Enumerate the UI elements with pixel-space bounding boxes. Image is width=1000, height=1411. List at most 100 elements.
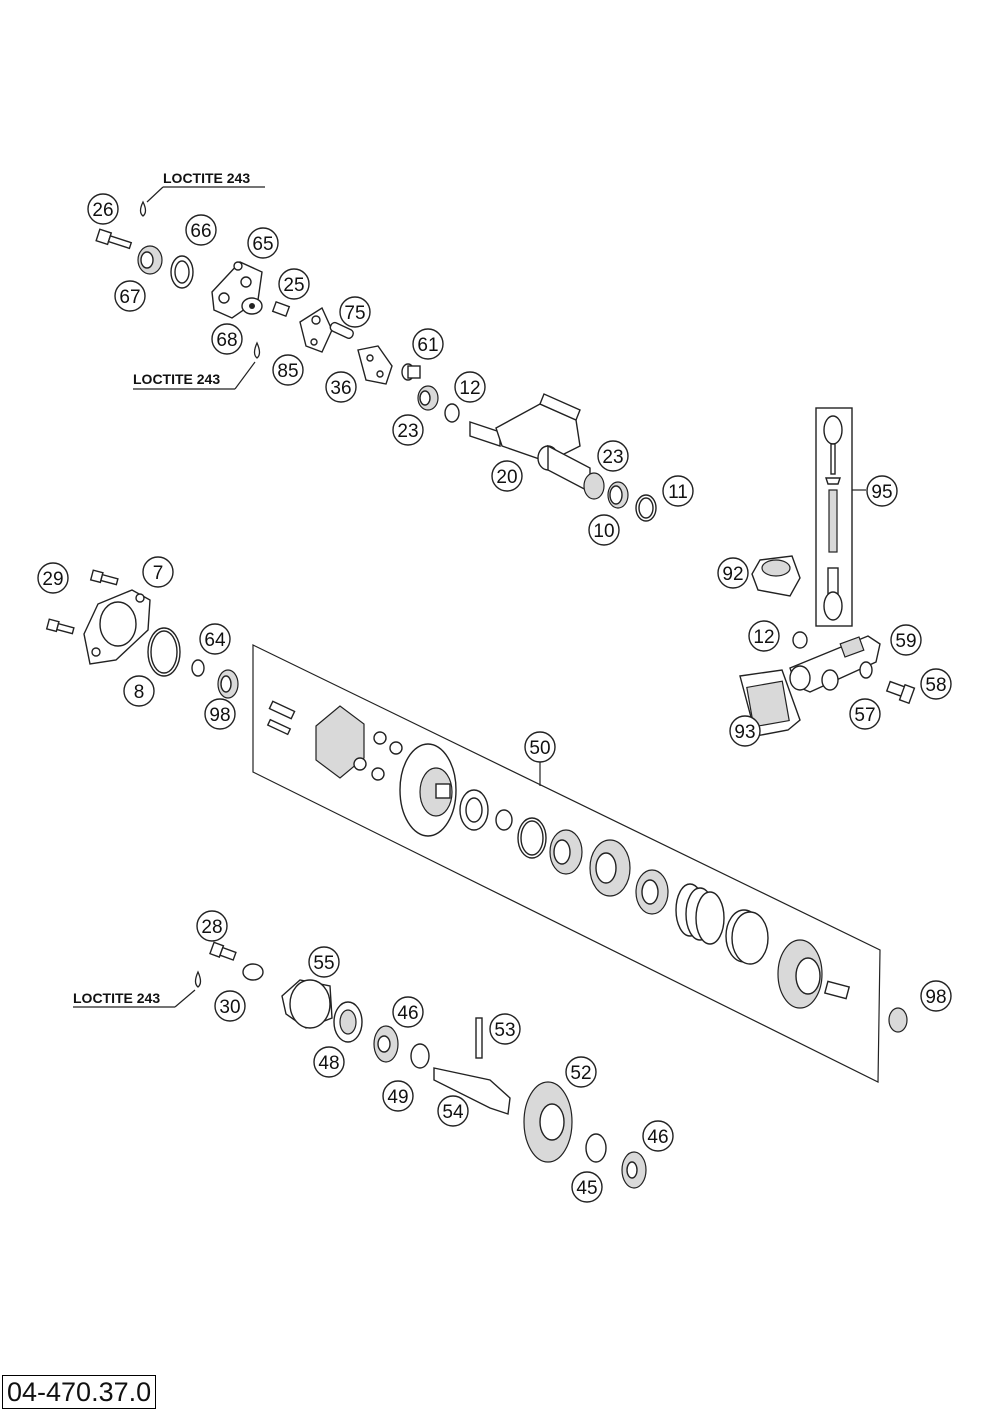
callout-label: 23: [397, 421, 418, 442]
callout-circle: [491, 460, 523, 492]
callout-label: 20: [496, 467, 517, 488]
callout-circle: [214, 990, 246, 1022]
callout-label: 92: [722, 564, 743, 585]
callout-circle: [211, 323, 243, 355]
callout-circle: [890, 624, 922, 656]
callout-circle: [196, 910, 228, 942]
callout-circle: [185, 214, 217, 246]
svg-text:LOCTITE 243: LOCTITE 243: [133, 371, 220, 387]
svg-text:LOCTITE 243: LOCTITE 243: [163, 170, 250, 186]
callout-label: 58: [925, 675, 946, 696]
lower-pump-parts: [209, 941, 647, 1189]
callout-label: 28: [201, 917, 222, 938]
callout-label: 11: [668, 482, 688, 503]
callout-label: 10: [593, 521, 614, 542]
callout-label: 75: [344, 303, 365, 324]
callout-label: 53: [494, 1020, 515, 1041]
callout-circle: [642, 1120, 674, 1152]
valve-assembly-parts: [266, 700, 851, 1009]
callout-circle: [123, 675, 155, 707]
callout-circle: [437, 1095, 469, 1127]
callout-label: 61: [417, 335, 438, 356]
left-cover-parts: [45, 569, 239, 699]
callout-label: 46: [647, 1127, 668, 1148]
callout-label: 50: [529, 738, 550, 759]
callout-circle: [454, 371, 486, 403]
callout-circle: [717, 557, 749, 589]
callout-circle: [308, 946, 340, 978]
svg-text:LOCTITE 243: LOCTITE 243: [73, 990, 160, 1006]
callout-circle: [199, 623, 231, 655]
callout-circle: [278, 268, 310, 300]
callout-circle: [204, 698, 236, 730]
callout-label: 48: [318, 1053, 339, 1074]
callout-label: 65: [252, 234, 273, 255]
callout-circle: [588, 514, 620, 546]
callout-label: 57: [854, 705, 875, 726]
callout-label: 26: [92, 200, 113, 221]
loctite-label-bottom: LOCTITE 243: [73, 970, 202, 1008]
callout-circle: [565, 1056, 597, 1088]
callout-circle: [748, 620, 780, 652]
callout-circle: [382, 1080, 414, 1112]
callout-label: 64: [204, 630, 226, 651]
diagram-number: 04-470.37.0: [2, 1375, 157, 1409]
callout-circle: [392, 996, 424, 1028]
callout-label: 36: [330, 378, 351, 399]
callout-circle: [313, 1046, 345, 1078]
callout-label: 98: [925, 987, 946, 1008]
adjuster-rod-group: [815, 407, 866, 627]
callout-label: 30: [219, 997, 240, 1018]
callout-circle: [920, 980, 952, 1012]
callout-circle: [87, 193, 119, 225]
callout-circle: [662, 475, 694, 507]
callout-circle: [412, 328, 444, 360]
callout-label: 67: [119, 287, 140, 308]
callout-circle: [392, 414, 424, 446]
callout-circle: [142, 556, 174, 588]
callout-label: 98: [209, 705, 230, 726]
upper-exhaust-control-parts: [95, 228, 657, 522]
callout-label: 68: [216, 330, 237, 351]
callout-circle: [37, 562, 69, 594]
callout-label: 12: [459, 378, 480, 399]
callout-label: 46: [397, 1003, 418, 1024]
callout-circle: [866, 475, 898, 507]
valve-assembly-frame: [252, 644, 881, 1083]
callout-circle: [339, 296, 371, 328]
callout-circle: [489, 1013, 521, 1045]
callout-label: 95: [871, 482, 892, 503]
callout-label: 49: [387, 1087, 408, 1108]
loctite-label-top: LOCTITE 243: [139, 170, 265, 217]
callout-label: 8: [134, 682, 145, 703]
callout-circle: [729, 715, 761, 747]
callout-label: 29: [42, 569, 63, 590]
callout-circle: [571, 1171, 603, 1203]
callout-label: 54: [442, 1102, 464, 1123]
callout-circle: [597, 440, 629, 472]
callout-circle: [524, 731, 556, 763]
callout-circle: [247, 227, 279, 259]
loctite-drop-icon: [139, 200, 147, 217]
callout-label: 45: [576, 1178, 597, 1199]
callout-circle: [325, 371, 357, 403]
callout-label: 66: [190, 221, 211, 242]
part-callouts: 26 66 65 67 25 68 75 85 61 36 12 23 20 23 11 10 95 92 29 7 6…: [37, 193, 952, 1203]
loctite-drop-icon: [253, 341, 261, 359]
callout-circle: [920, 668, 952, 700]
callout-circle: [114, 280, 146, 312]
callout-label: 93: [734, 722, 755, 743]
callout-label: 7: [153, 563, 164, 584]
callout-label: 85: [277, 361, 298, 382]
callout-label: 25: [283, 275, 304, 296]
callout-label: 52: [570, 1063, 591, 1084]
callout-label: 59: [895, 631, 916, 652]
loctite-label-middle: LOCTITE 243: [133, 341, 261, 390]
callout-label: 55: [313, 953, 334, 974]
callout-label: 23: [602, 447, 623, 468]
loctite-drop-icon: [194, 970, 202, 988]
callout-circle: [272, 354, 304, 386]
callout-label: 12: [753, 627, 774, 648]
callout-circle: [849, 698, 881, 730]
